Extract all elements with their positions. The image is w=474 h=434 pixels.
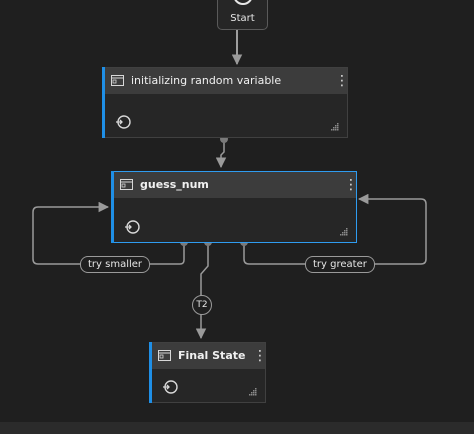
try-smaller-line[interactable] bbox=[32, 201, 185, 265]
state-header[interactable]: initializing random variable ⋮ bbox=[105, 68, 349, 94]
start-node[interactable]: Start bbox=[217, 0, 268, 30]
state-title: guess_num bbox=[140, 178, 209, 191]
state-guess-num[interactable]: guess_num ⋮ bbox=[111, 171, 358, 243]
state-icon bbox=[158, 350, 171, 361]
state-icon bbox=[111, 75, 124, 86]
state-header[interactable]: Final State ⋮ bbox=[152, 343, 267, 369]
kebab-menu-icon[interactable]: ⋮ bbox=[335, 73, 349, 89]
state-icon bbox=[120, 179, 133, 190]
entry-action-icon[interactable] bbox=[124, 219, 140, 235]
kebab-menu-icon[interactable]: ⋮ bbox=[344, 177, 358, 193]
resize-grip-icon[interactable] bbox=[248, 387, 257, 396]
entry-action-icon[interactable] bbox=[115, 114, 131, 130]
state-init[interactable]: initializing random variable ⋮ bbox=[102, 67, 349, 138]
transition-label-try-greater[interactable]: try greater bbox=[305, 256, 375, 273]
transition-label-t2[interactable]: T2 bbox=[192, 295, 212, 315]
start-circle-icon bbox=[233, 0, 253, 5]
kebab-menu-icon[interactable]: ⋮ bbox=[253, 348, 267, 364]
resize-grip-icon[interactable] bbox=[330, 122, 339, 131]
transition-label-try-smaller[interactable]: try smaller bbox=[80, 256, 151, 273]
init-to-guess-line[interactable] bbox=[215, 139, 227, 169]
bottom-scrollbar[interactable] bbox=[0, 422, 474, 434]
start-label: Start bbox=[230, 13, 255, 24]
state-title: initializing random variable bbox=[131, 74, 282, 87]
state-header[interactable]: guess_num ⋮ bbox=[114, 172, 358, 198]
resize-grip-icon[interactable] bbox=[339, 227, 348, 236]
entry-action-icon[interactable] bbox=[162, 379, 178, 395]
state-final[interactable]: Final State ⋮ bbox=[149, 342, 267, 403]
try-greater-line[interactable] bbox=[243, 193, 427, 265]
state-title: Final State bbox=[178, 349, 246, 362]
t2-line[interactable] bbox=[195, 242, 209, 340]
